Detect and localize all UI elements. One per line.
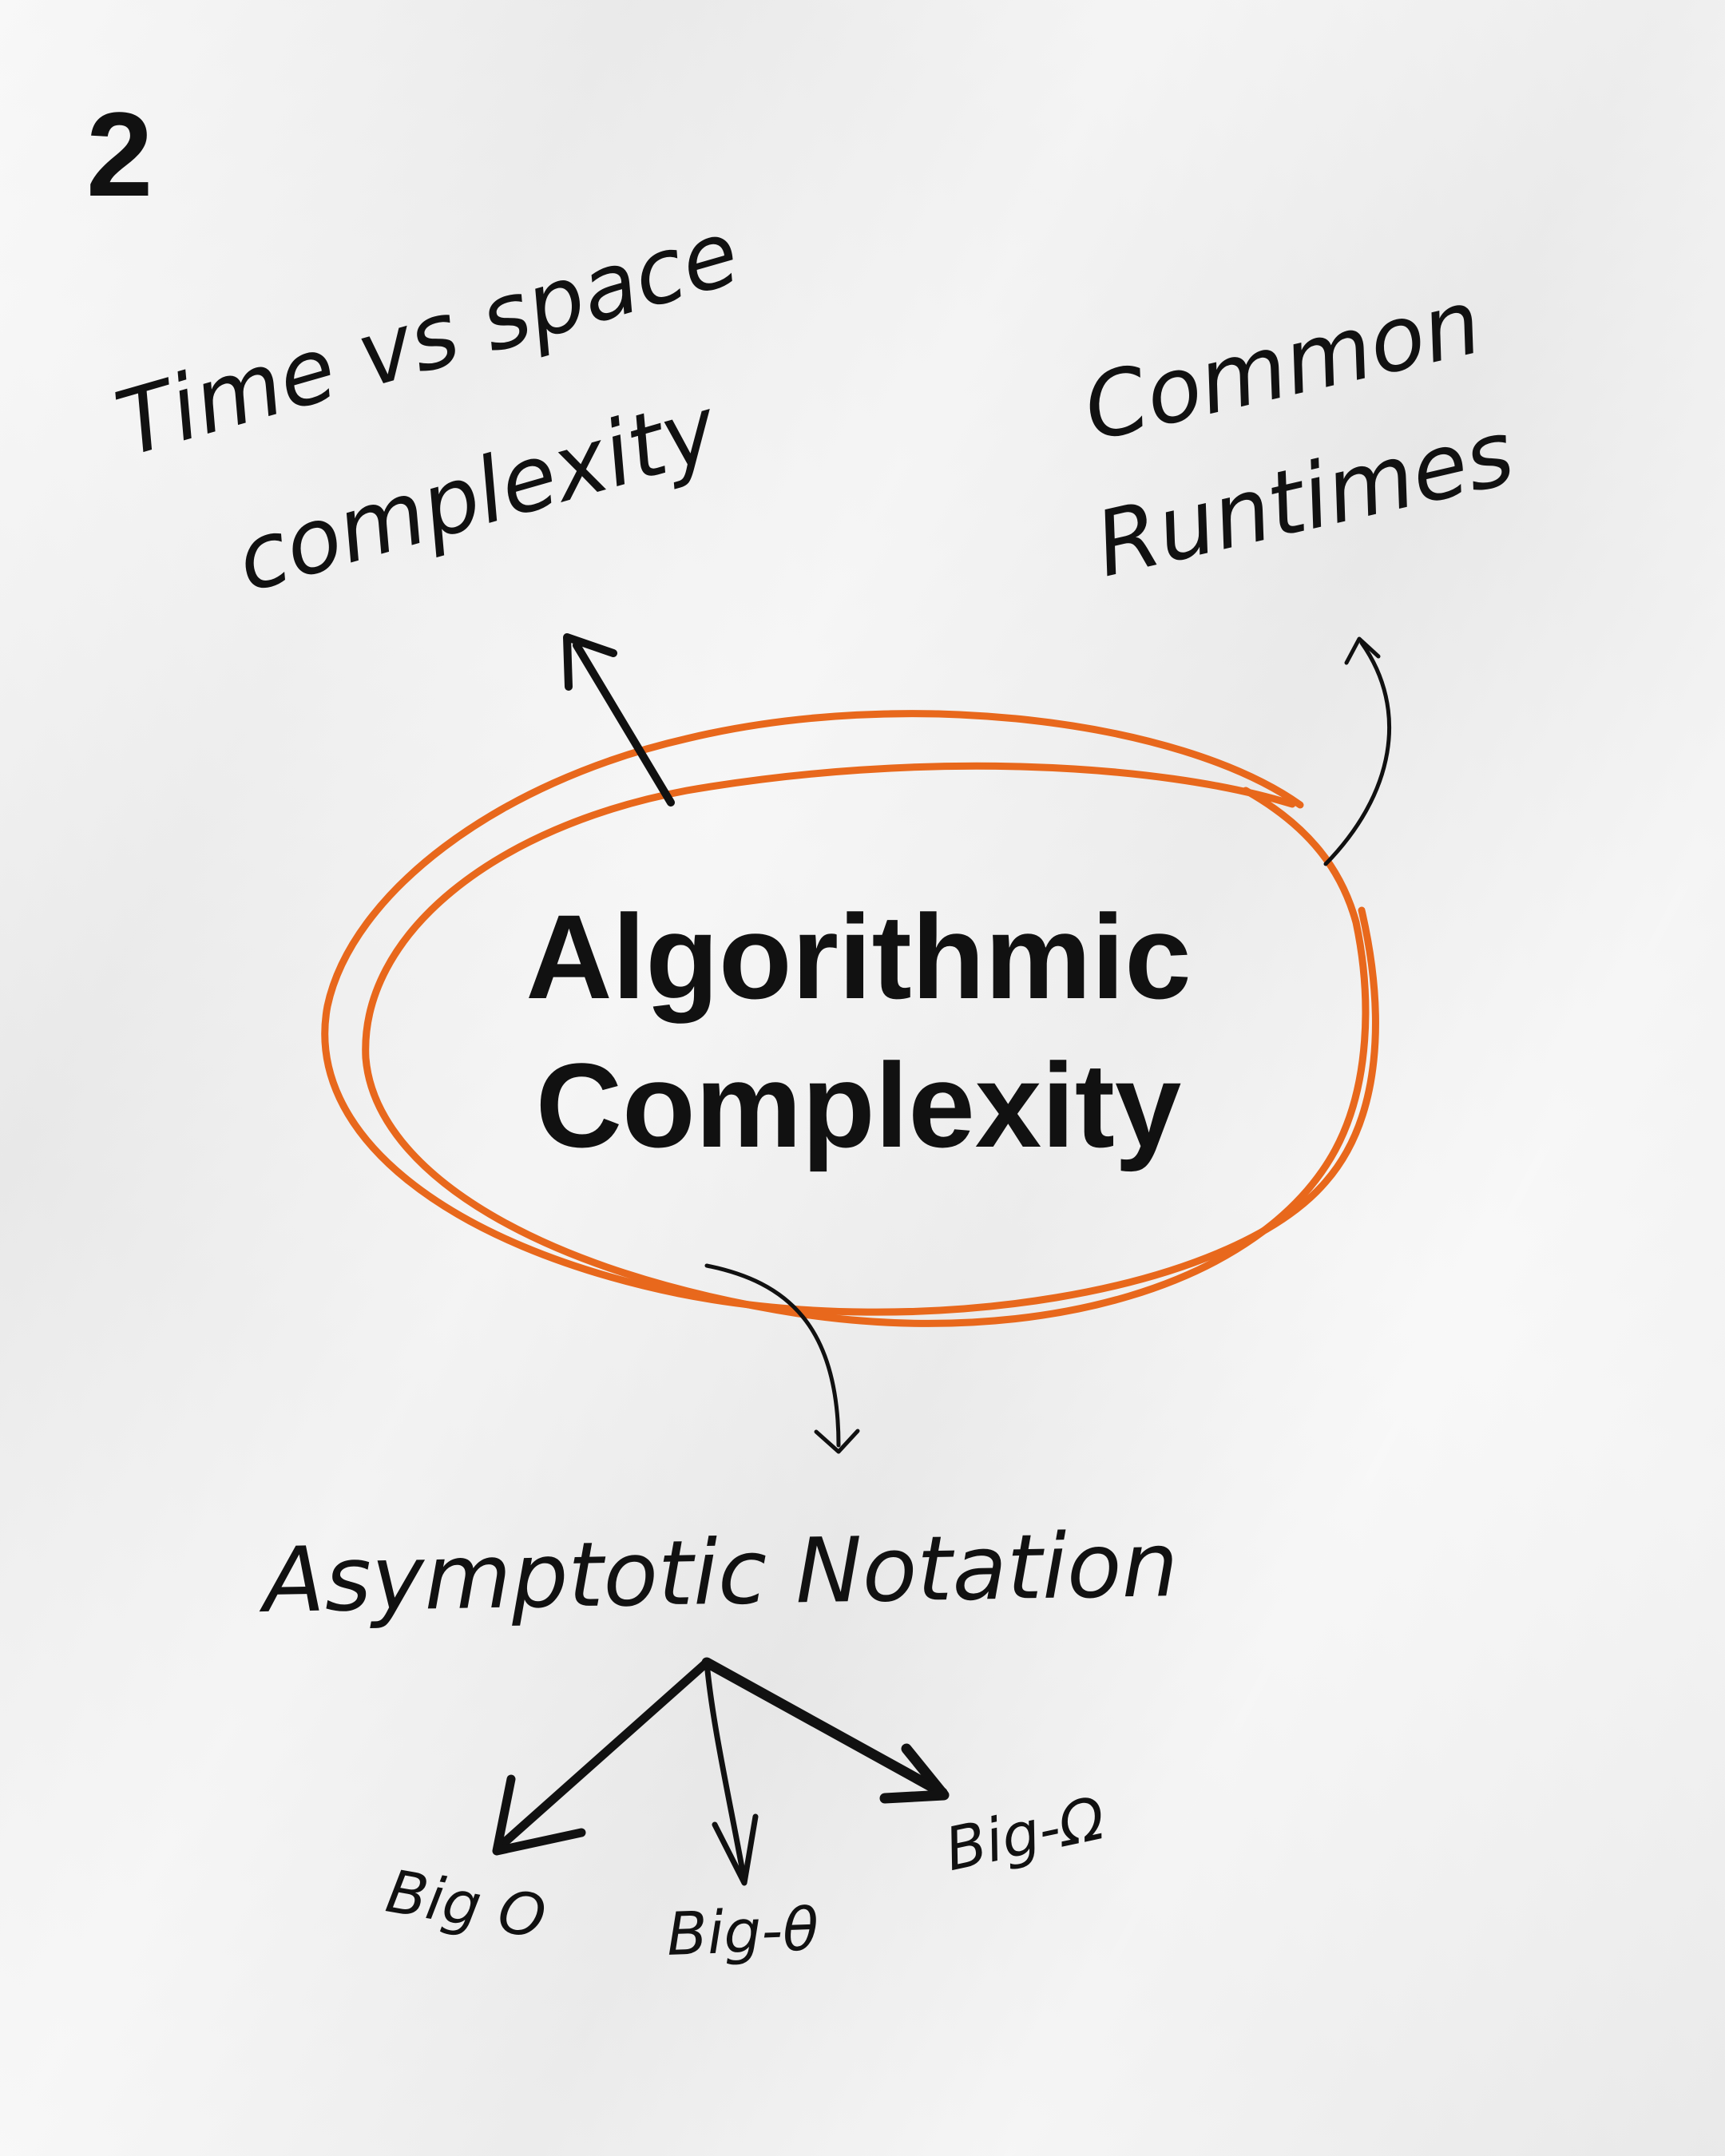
central-topic-line-1: Algorithmic [525,890,1192,1024]
arrow-to-common-runtimes [1323,640,1391,866]
arrowhead-asymptotic-notation [814,1429,860,1454]
arrow-to-big-theta [704,1659,748,1884]
arrowhead-time-vs-space [563,633,617,691]
arrowhead-common-runtimes [1344,636,1381,665]
arrowhead-big-theta [712,1813,759,1886]
orange-circle-outer [321,710,1379,1316]
central-topic: Algorithmic Complexity [447,882,1270,1179]
arrowhead-big-omega [879,1743,950,1804]
orange-circle-inner [362,762,1370,1327]
arrowhead-big-o [492,1774,586,1856]
arrow-to-time-vs-space [573,641,675,807]
arrow-to-big-omega [701,1657,948,1798]
page-number: 2 [86,87,153,221]
arrow-to-big-o [493,1658,712,1853]
branch-asymptotic-notation: Asymptotic Notation [262,1513,1180,1633]
central-topic-line-2: Complexity [535,1038,1182,1172]
arrow-to-asymptotic-notation [704,1263,841,1448]
notation-big-theta: Big-θ [665,1895,820,1969]
